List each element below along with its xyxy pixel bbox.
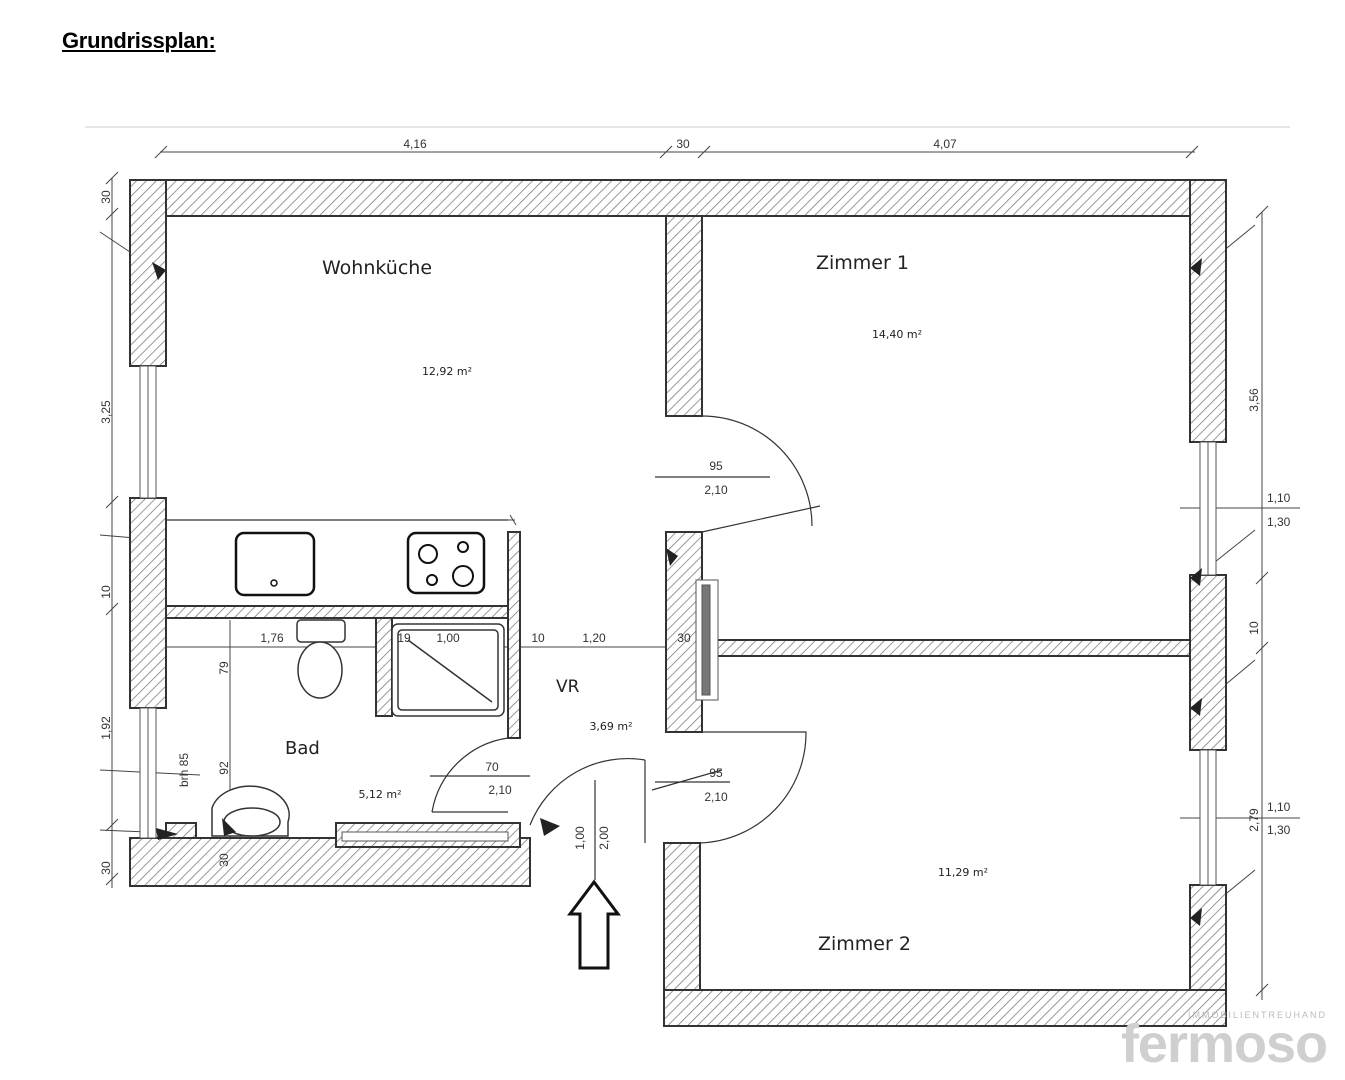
dim-right-10: 10	[1247, 621, 1261, 635]
dim-left-325: 3,25	[99, 400, 113, 424]
inner-100: 1,00	[436, 631, 460, 645]
room-name-wohnkueche: Wohnküche	[322, 257, 432, 279]
inner-10: 10	[531, 631, 545, 645]
sink	[234, 531, 316, 597]
dim-window-upper-b: 1,30	[1267, 515, 1291, 529]
watermark-subtitle: IMMOBILIENTREUHAND	[1187, 1010, 1327, 1020]
dim-left-30-top: 30	[99, 190, 113, 204]
dim-top-left: 4,16	[403, 137, 427, 151]
windows	[139, 365, 1217, 886]
bad-79: 79	[217, 661, 231, 675]
dim-window-lower-a: 1,10	[1267, 800, 1291, 814]
watermark: IMMOBILIENTREUHAND fermoso	[1120, 1010, 1328, 1074]
inner-19: 19	[397, 631, 411, 645]
room-area-vr: 3,69 m²	[589, 720, 632, 733]
door-z2-width: 95	[709, 766, 723, 780]
dim-top-mid: 30	[676, 137, 690, 151]
entry-height: 2,00	[597, 826, 611, 850]
room-area-zimmer2: 11,29 m²	[938, 866, 988, 879]
walls	[129, 179, 1227, 1027]
plan-title: Grundrissplan:	[62, 28, 216, 53]
watermark-brand: fermoso	[1120, 1014, 1328, 1074]
bad-92: 92	[217, 761, 231, 775]
room-area-bad: 5,12 m²	[358, 788, 401, 801]
door-wk-height: 2,10	[704, 483, 728, 497]
dim-left-10: 10	[99, 585, 113, 599]
dim-right-356: 3,56	[1247, 388, 1261, 412]
dim-window-upper-a: 1,10	[1267, 491, 1291, 505]
door-bad-width: 70	[485, 760, 499, 774]
door-z2-height: 2,10	[704, 790, 728, 804]
bad-brh: brh 85	[177, 753, 191, 787]
bad-30: 30	[217, 853, 231, 867]
inner-120: 1,20	[582, 631, 606, 645]
room-name-zimmer2: Zimmer 2	[818, 933, 911, 955]
room-name-zimmer1: Zimmer 1	[816, 252, 909, 274]
room-name-vr: VR	[556, 677, 580, 697]
door-wk-width: 95	[709, 459, 723, 473]
stove-burners-icon	[418, 541, 474, 587]
doors	[430, 415, 821, 880]
dim-window-lower-b: 1,30	[1267, 823, 1291, 837]
toilet-icon	[296, 619, 346, 699]
room-name-bad: Bad	[285, 738, 320, 759]
inner-30: 30	[677, 631, 691, 645]
room-area-wohnkueche: 12,92 m²	[422, 365, 472, 378]
dim-top-right: 4,07	[933, 137, 957, 151]
shower-icon	[391, 623, 505, 717]
door-bad-height: 2,10	[488, 783, 512, 797]
wall-markers	[152, 258, 1202, 926]
dim-right-279: 2,79	[1247, 808, 1261, 832]
room-area-zimmer1: 14,40 m²	[872, 328, 922, 341]
sink-drain-icon	[270, 579, 278, 587]
entrance-arrow	[567, 879, 621, 970]
entry-width: 1,00	[573, 826, 587, 850]
inner-176: 1,76	[260, 631, 284, 645]
washbasin-marker	[222, 818, 236, 836]
entry-marker	[540, 818, 560, 836]
washbasin-icon	[211, 785, 290, 837]
dim-left-192: 1,92	[99, 716, 113, 740]
stove	[406, 531, 486, 595]
dim-left-30-bottom: 30	[99, 861, 113, 875]
